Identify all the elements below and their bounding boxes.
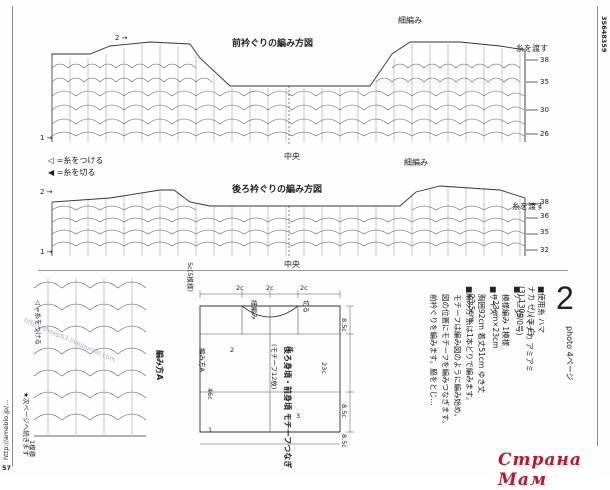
bottom-row-38: 38 bbox=[540, 198, 549, 206]
instruction-line-3: ■ゲージ bbox=[513, 286, 522, 316]
top-itowowatasu-label: 糸を渡す bbox=[516, 44, 548, 53]
top-arrow-1: 1 → bbox=[40, 134, 53, 142]
pattern-a-chart bbox=[33, 278, 147, 437]
top-center-label: 中央 bbox=[284, 152, 300, 161]
schematic-dim-2c-b: 2c bbox=[266, 284, 274, 292]
instruction-line-8: モチーフは編み図のように編み始め、 bbox=[453, 294, 462, 422]
top-row-26: 26 bbox=[540, 130, 549, 138]
pattern-a-title: 編み方A bbox=[155, 350, 164, 381]
schematic-hosoami-label: 細編み bbox=[250, 300, 258, 320]
bottom-arrow-2: 2 → bbox=[40, 188, 53, 196]
instruction-line-2: ハマナカ アミアミ (5/0号) bbox=[515, 310, 534, 373]
top-diagram-title: 前衿ぐりの編み方図 bbox=[232, 39, 314, 49]
photo-label: photo 4ページ bbox=[565, 326, 574, 381]
bottom-diagram-title: 後ろ衿ぐりの編み方図 bbox=[232, 185, 323, 195]
schematic-drawing bbox=[199, 290, 354, 445]
top-row-35: 35 bbox=[540, 78, 549, 86]
right-spine-code: 3S648359 bbox=[600, 16, 608, 53]
top-row-30: 30 bbox=[540, 106, 549, 114]
schematic-motif-count: (モチーフ12枚) bbox=[270, 344, 278, 390]
schematic-motif-label: 後ろ身頃・前身頃 モチーフつなぎ bbox=[283, 346, 292, 469]
instructions-block: 2 photo 4ページ ■使用糸 ハマナカ ゼリエ 白 (3) 130g ハマ… bbox=[378, 280, 598, 460]
top-row-38: 38 bbox=[540, 56, 549, 64]
schematic-pattern-a-ref: 編み方A bbox=[198, 348, 206, 372]
legend-attach: ◁ =糸をつける bbox=[48, 156, 104, 165]
bottom-row-35: 35 bbox=[540, 228, 549, 236]
instruction-line-5: ■サイズ bbox=[489, 286, 498, 316]
photo-number: 2 bbox=[556, 280, 574, 316]
schematic-dim-side-2: 8.5c bbox=[340, 404, 348, 418]
schematic-dim-side-1: 8.5c bbox=[340, 318, 348, 332]
bottom-hosoami-label: 細編み bbox=[404, 158, 428, 167]
instruction-line-9: 図の位置にモチーフを編みつなぎます。 bbox=[441, 294, 450, 428]
top-hosoami-label: 細編み bbox=[398, 16, 422, 25]
schematic-num-1: 1 bbox=[208, 426, 213, 434]
schematic-kiru-label: 切る bbox=[302, 300, 310, 313]
schematic-num-2: 2 bbox=[230, 346, 235, 354]
schematic-dim-2c-c: 2c bbox=[300, 284, 308, 292]
bottom-itowowatasu-label: 糸を渡す bbox=[512, 202, 544, 211]
instruction-line-10: 前衿ぐりを編みます。脇をとじ… bbox=[429, 294, 438, 406]
bottom-row-36: 36 bbox=[540, 212, 549, 220]
schematic-dim-5c: 5c(5模様) bbox=[186, 262, 194, 292]
schematic-dim-side-3: 8.5c bbox=[340, 434, 348, 448]
top-neckline-chart bbox=[51, 41, 538, 144]
instruction-line-7: ■編み方 糸は1本どりで編みます。 bbox=[465, 286, 474, 405]
right-spine-rule bbox=[597, 6, 598, 446]
brand-logo: Страна Мам bbox=[498, 450, 582, 490]
bottom-row-32: 32 bbox=[540, 246, 549, 254]
back-neckline-chart bbox=[51, 185, 538, 258]
schematic-dim-2c-a: 2c bbox=[236, 284, 244, 292]
pattern-page: 前衿ぐりの編み方図 細編み 糸を渡す 2 → 1 → 38 35 30 26 bbox=[2, 6, 608, 490]
schematic-dim-46c: 46c bbox=[206, 388, 214, 400]
bottom-arrow-1: 1 → bbox=[40, 248, 53, 256]
left-spine-url: http://ameblo.jp/... bbox=[2, 399, 10, 460]
left-spine-page-num: 57 bbox=[2, 464, 12, 472]
pattern-a-next-page-note: ★次ページへ続きます bbox=[22, 392, 30, 457]
schematic-dim-23c: 23c bbox=[320, 362, 328, 374]
top-arrow-2: 2 → bbox=[115, 34, 128, 42]
legend-cut: ◀ =糸を切る bbox=[48, 168, 96, 177]
schematic-num-4: 4 bbox=[290, 346, 295, 354]
divider-line bbox=[38, 270, 568, 271]
schematic-num-3: 3 bbox=[296, 412, 301, 420]
left-spine-rule bbox=[12, 6, 13, 466]
bottom-center-label: 中央 bbox=[284, 260, 300, 269]
